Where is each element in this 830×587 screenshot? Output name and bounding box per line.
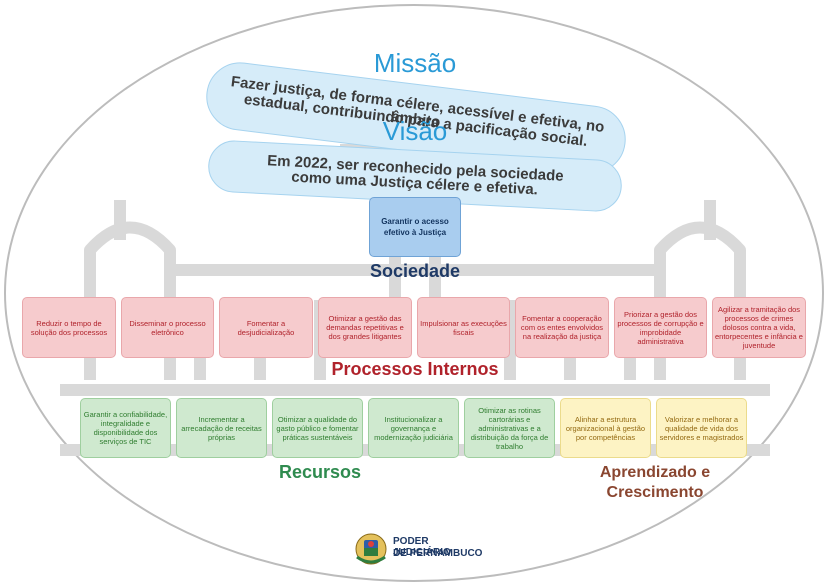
vision-title: Visão	[382, 116, 448, 146]
perspective-aprendizado-label: Aprendizado e Crescimento	[580, 463, 730, 503]
coat-of-arms-icon	[355, 533, 387, 565]
goal-processos-1: Reduzir o tempo de solução dos processos	[22, 297, 116, 358]
goal-processos-5: Impulsionar as execuções fiscais	[417, 297, 510, 358]
perspective-recursos-label: Recursos	[278, 462, 362, 482]
goal-processos-2: Disseminar o processo eletrônico	[121, 297, 214, 358]
logo-text-line2: DE PERNAMBUCO	[393, 548, 483, 559]
goal-aprendizado-1: Alinhar a estrutura organizacional à ges…	[560, 398, 651, 458]
perspective-processos-label: Processos Internos	[331, 359, 499, 379]
goal-processos-4: Otimizar a gestão das demandas repetitiv…	[318, 297, 412, 358]
perspective-sociedade-label: Sociedade	[369, 261, 461, 281]
goal-recursos-5: Otimizar as rotinas cartorárias e admini…	[464, 398, 555, 458]
goal-processos-3: Fomentar a desjudicialização	[219, 297, 313, 358]
goal-processos-6: Fomentar a cooperação com os entes envol…	[515, 297, 609, 358]
goal-sociedade: Garantir o acesso efetivo à Justiça	[369, 197, 461, 257]
goal-processos-8: Agilizar a tramitação dos processos de c…	[712, 297, 806, 358]
goal-aprendizado-2: Valorizar e melhorar a qualidade de vida…	[656, 398, 747, 458]
aprendizado-label-line2: Crescimento	[606, 484, 704, 501]
goal-recursos-2: Incrementar a arrecadação de receitas pr…	[176, 398, 267, 458]
goal-processos-7: Priorizar a gestão dos processos de corr…	[614, 297, 707, 358]
mission-title: Missão	[373, 48, 457, 78]
goal-recursos-4: Institucionalizar a governança e moderni…	[368, 398, 459, 458]
goal-recursos-3: Otimizar a qualidade do gasto público e …	[272, 398, 363, 458]
logo-text-line1: PODER JUDICIÁRIO	[393, 536, 451, 558]
pjpe-logo: PODER JUDICIÁRIO DE PERNAMBUCO	[353, 531, 483, 567]
goal-recursos-1: Garantir a confiabilidade, integralidade…	[80, 398, 171, 458]
aprendizado-label-line1: Aprendizado e	[599, 464, 711, 481]
